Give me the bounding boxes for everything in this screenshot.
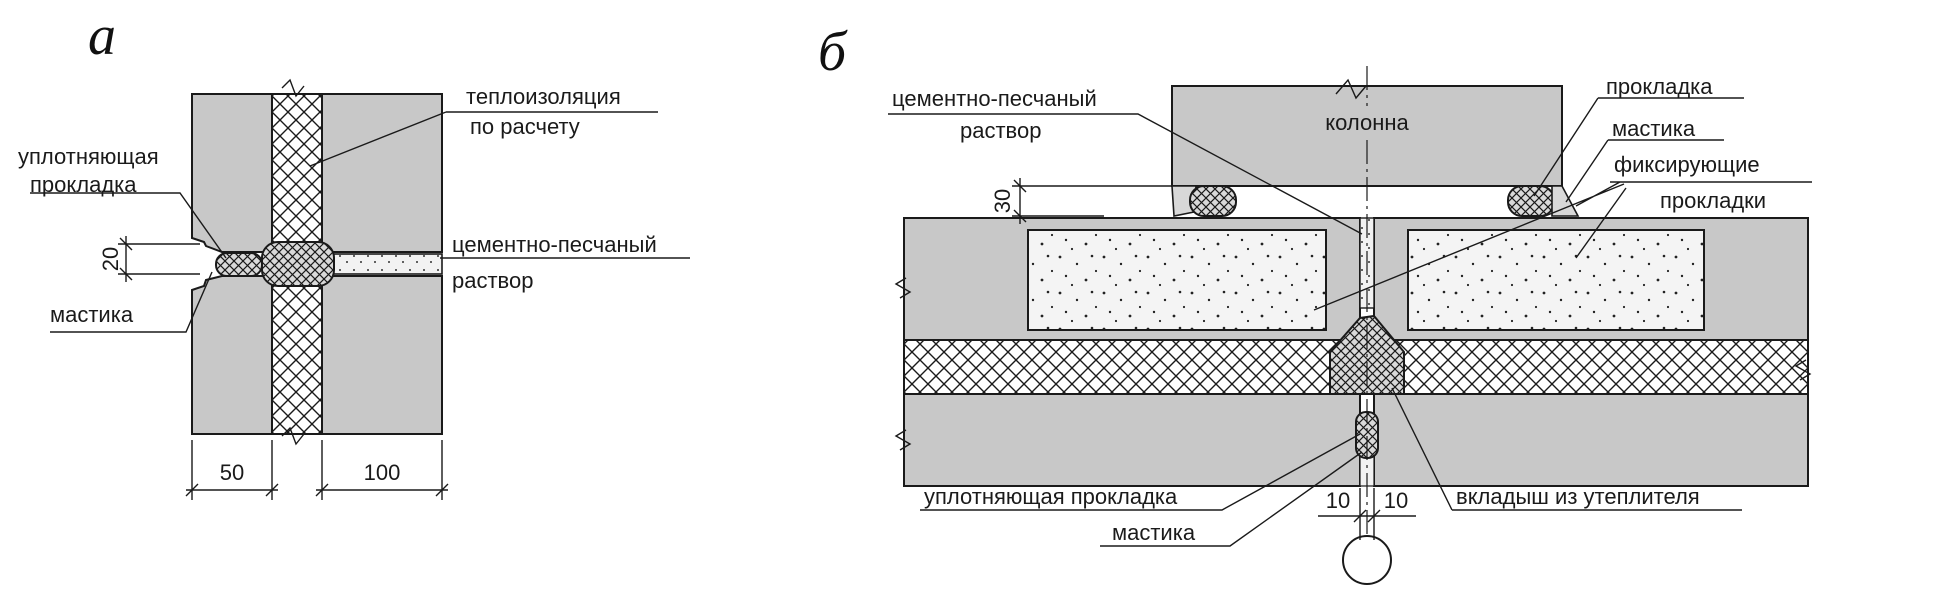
dim-b-10-left: 10 [1326,488,1350,513]
label-b-insert: вкладыш из утеплителя [1456,484,1700,509]
label-a-gasket-2: прокладка [30,172,137,197]
label-a-mastic: мастика [50,302,134,327]
panel-a-concrete [191,93,443,435]
panel-a-insert [261,241,335,287]
panel-b-mastic-right [1551,185,1580,217]
label-b-sealing-gasket: уплотняющая прокладка [924,484,1178,509]
label-b-gasket: прокладка [1606,74,1713,99]
axis-marker-circle [1342,535,1392,585]
label-b-mastic-bottom: мастика [1112,520,1196,545]
dim-a-50: 50 [220,460,244,485]
label-a-gasket-1: уплотняющая [18,144,159,169]
label-a-mortar-1: цементно-песчаный [452,232,657,257]
panel-b-slab-bottom-left [903,393,1361,487]
label-b-mortar-2: раствор [960,118,1041,143]
panel-a-mortar [321,253,443,275]
dim-b-10-right: 10 [1384,488,1408,513]
label-b-fixing-1: фиксирующие [1614,152,1760,177]
panel-a-gasket [215,252,263,277]
dim-a-20: 20 [98,247,123,271]
panel-b-slab-bottom-right [1373,393,1809,487]
panel-a: а 20 50 100 т [18,5,690,500]
label-a-insulation-2: по расчету [470,114,580,139]
panel-b-filler-right [1407,229,1705,331]
panel-b-gasket-right [1507,185,1555,217]
label-b-fixing-2: прокладки [1660,188,1766,213]
label-b-column: колонна [1325,110,1409,135]
panel-b-gasket-left [1189,185,1237,217]
label-b-mortar-1: цементно-песчаный [892,86,1097,111]
label-a-insulation-1: теплоизоляция [466,84,621,109]
label-b-mastic: мастика [1612,116,1696,141]
dim-a-100: 100 [364,460,401,485]
panel-b-filler-left [1027,229,1327,331]
panel-b-letter: б [818,21,848,83]
break-mark-top [281,78,305,98]
panel-b: б 30 [818,21,1812,585]
dim-b-30: 30 [990,189,1015,213]
label-a-mortar-2: раствор [452,268,533,293]
panel-a-letter: а [88,5,116,67]
break-mark-bottom [281,426,305,446]
